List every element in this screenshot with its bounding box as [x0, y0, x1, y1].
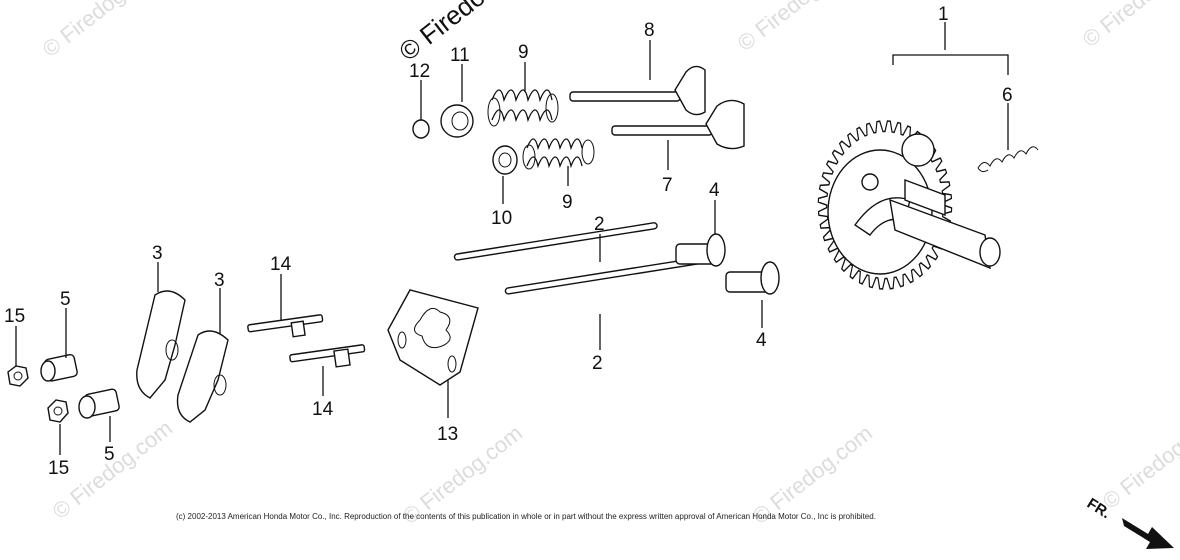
callout-7: 7 [662, 175, 673, 196]
callout-4: 4 [709, 180, 720, 201]
callout-3: 3 [214, 270, 225, 291]
tappet-part [675, 233, 780, 295]
watermark: © Firedog.com [1098, 405, 1180, 514]
front-arrow-icon [1122, 518, 1174, 549]
watermark: © Firedog.com [1078, 0, 1180, 52]
callout-10: 10 [491, 208, 512, 229]
nut-part [7, 365, 69, 423]
guide-plate-part [387, 289, 479, 386]
callout-14: 14 [312, 399, 334, 420]
callout-2: 2 [594, 214, 605, 235]
watermarks: © Firedog.com © Firedog.com © Firedog.co… [38, 0, 1180, 529]
stud-part [247, 314, 366, 368]
callout-5: 5 [104, 444, 115, 465]
watermark: © Firedog.com [733, 0, 862, 56]
watermark: © Firedog.com [38, 0, 167, 62]
callout-1: 1 [938, 4, 949, 25]
callout-8: 8 [644, 20, 655, 41]
callout-numbers: 1 6 8 7 9 9 11 12 10 4 4 2 2 13 14 14 3 … [4, 4, 1013, 479]
retainer-parts [412, 104, 518, 175]
callout-13: 13 [437, 424, 458, 445]
push-rod-part [453, 222, 709, 295]
valve-part [569, 65, 745, 150]
callout-3: 3 [152, 243, 163, 264]
callout-14: 14 [270, 254, 292, 275]
callout-9: 9 [518, 42, 529, 63]
callout-12: 12 [409, 61, 430, 82]
callout-15: 15 [48, 458, 69, 479]
callout-5: 5 [60, 289, 71, 310]
callout-9: 9 [562, 192, 573, 213]
valve-spring-part [487, 89, 595, 170]
leader-lines [15, 22, 1009, 455]
copyright-notice: (c) 2002-2013 American Honda Motor Co., … [176, 512, 876, 521]
decompressor-spring-part [977, 146, 1039, 173]
callout-4: 4 [756, 330, 767, 351]
callout-15: 15 [4, 306, 25, 327]
callout-11: 11 [450, 45, 470, 66]
rocker-pivot-part [40, 353, 120, 419]
front-direction-indicator: FR. [1084, 495, 1174, 549]
callout-2: 2 [592, 353, 603, 374]
watermark-large: © Firedo [393, 0, 490, 67]
callout-6: 6 [1002, 85, 1013, 106]
rocker-arm-part [136, 290, 229, 423]
camshaft-gear-part [817, 120, 1001, 290]
